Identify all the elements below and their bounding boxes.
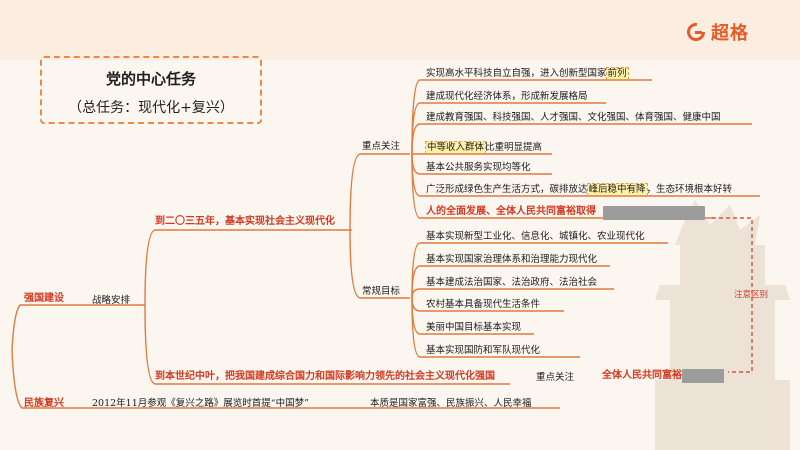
brand-logo-icon <box>687 23 705 41</box>
node-zhanlue: 战略安排 <box>92 295 131 306</box>
century-focus-label: 重点关注 <box>536 372 575 383</box>
regular-item: 基本实现国家治理体系和治理能力现代化 <box>426 254 598 265</box>
regular-item: 基本实现新型工业化、信息化、城镇化、农业现代化 <box>426 231 645 242</box>
focus-item: 基本公共服务实现均等化 <box>426 162 531 173</box>
title-box: 党的中心任务 （总任务：现代化+复兴） <box>40 56 262 124</box>
regular-item: 基本建成法治国家、法治政府、法治社会 <box>426 277 598 288</box>
fuxing-essence: 本质是国家富强、民族振兴、人民幸福 <box>370 398 532 409</box>
branch-2035-label: 到二〇三五年，基本实现社会主义现代化 <box>155 216 335 227</box>
brand-name: 超格 <box>711 23 749 44</box>
temple-watermark <box>655 200 790 450</box>
node-qiangguo: 强国建设 <box>24 293 64 304</box>
highlight-keyword: 前列 <box>605 67 629 80</box>
page-title: 党的中心任务 <box>105 70 196 88</box>
fuxing-event: 2012年11月参观《复兴之路》展览时首提“中国梦” <box>92 398 309 409</box>
focus-red-item: 人的全面发展、全体人民共同富裕取得 <box>426 206 596 217</box>
node-minzu-fuxing: 民族复兴 <box>24 398 64 409</box>
century-focus-red: 全体人民共同富裕 <box>602 370 682 381</box>
redaction-block <box>603 206 705 220</box>
highlight-keyword: 中等收入群体 <box>424 141 487 154</box>
focus-item: 建成教育强国、科技强国、人才强国、文化强国、体育强国、健康中国 <box>426 112 721 123</box>
focus-item: 建成现代化经济体系，形成新发展格局 <box>426 91 588 102</box>
regular-item: 美丽中国目标基本实现 <box>426 322 522 333</box>
focus-item: 广泛形成绿色生产生活方式，碳排放达峰后稳中有降，生态环境根本好转 <box>426 183 733 196</box>
regular-item: 基本实现国防和军队现代化 <box>426 345 541 356</box>
focus-item: 实现高水平科技自立自强，进入创新型国家前列 <box>426 67 629 80</box>
page-subtitle: （总任务：现代化+复兴） <box>68 100 234 116</box>
brand-logo: 超格 <box>686 20 749 44</box>
regular-group-label: 常规目标 <box>362 286 401 297</box>
top-banner <box>0 0 800 60</box>
highlight-keyword: 峰后稳中有降 <box>586 183 648 196</box>
distinction-note: 注意区别 <box>734 290 769 300</box>
focus-item: 中等收入群体比重明显提高 <box>424 141 543 154</box>
focus-group-label: 重点关注 <box>362 141 401 152</box>
regular-item: 农村基本具备现代生活条件 <box>426 299 541 310</box>
redaction-block <box>682 369 724 383</box>
branch-century-label: 到本世纪中叶，把我国建成综合国力和国际影响力领先的社会主义现代化强国 <box>155 371 495 382</box>
